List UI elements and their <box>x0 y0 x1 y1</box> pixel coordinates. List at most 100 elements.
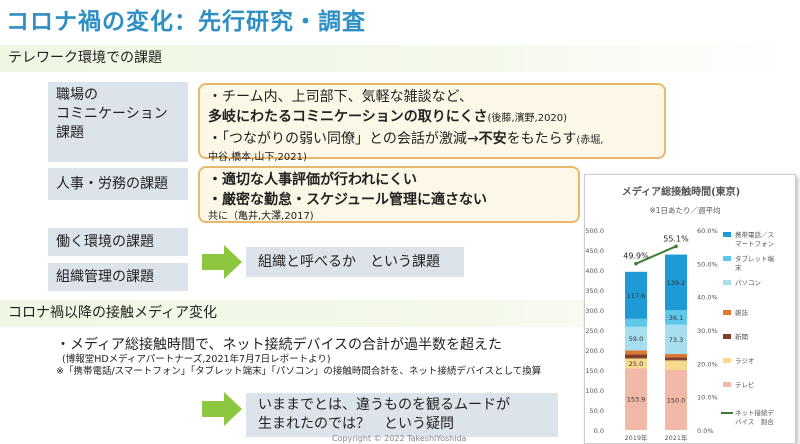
issue-line: 多岐にわたるコミニケーションの取りにくさ(後藤,濱野,2020) <box>208 107 656 129</box>
bar-value-label: 25.0 <box>629 360 643 368</box>
citation: 中谷,橋本,山下,2021) <box>208 152 307 163</box>
issue-text: をもたらす <box>506 131 577 147</box>
section-heading-telework: テレワーク環境での課題 <box>0 45 800 72</box>
citation: 共に（亀井,大澤,2017) <box>208 211 314 222</box>
bar-segment <box>625 368 647 430</box>
bar-segment <box>625 354 647 359</box>
legend-label: バイス 割合 <box>735 417 774 426</box>
share-point <box>674 244 678 249</box>
legend-swatch <box>723 232 731 237</box>
y-tick-label: 400.0 <box>585 267 604 275</box>
citation: (後藤,濱野,2020) <box>487 113 568 124</box>
bar-segment <box>665 370 687 430</box>
y-tick-label: 100.0 <box>585 387 604 395</box>
y-tick-label: 50.0 <box>590 407 604 415</box>
y2-tick-label: 60.0% <box>697 227 718 235</box>
legend-label: 新聞 <box>735 332 748 341</box>
media-note: ※「携帯電話/スマートフォン」「タブレット端末」「パソコン」の接触時間合計を、ネ… <box>56 366 542 377</box>
bar-value-label: 150.0 <box>667 397 686 405</box>
y-tick-label: 150.0 <box>585 367 604 375</box>
label-work-environment-issue: 働く環境の課題 <box>48 228 188 256</box>
bar-value-label: 139.2 <box>667 279 686 287</box>
bar-value-label: 153.9 <box>627 396 646 404</box>
legend-label: ネット接続デ <box>735 408 775 417</box>
media-source: (博報堂HDメディアパートナーズ,2021年7月7日レポートより) <box>62 354 331 365</box>
y-tick-label: 250.0 <box>585 327 604 335</box>
citation: (赤堀, <box>576 135 604 146</box>
bar-segment <box>625 350 647 355</box>
issue-text: ・「つながりの弱い同僚」との会話が激減→ <box>208 131 479 147</box>
y2-tick-label: 20.0% <box>697 360 718 368</box>
y2-tick-label: 50.0% <box>697 260 718 268</box>
legend-label: 携帯電話／ス <box>735 230 774 239</box>
issue-line: ・チーム内、上司部下、気軽な雑談など、 <box>208 89 473 105</box>
conclusion-media-question: いままでとは、違うものを観るムードが 生まれたのでは？ という疑問 <box>246 393 558 437</box>
x-tick-label: 2019年 <box>624 433 648 442</box>
bar-value-label: 117.6 <box>627 292 646 300</box>
bar-value-label: 59.0 <box>629 335 643 343</box>
legend-label: 末 <box>735 263 742 272</box>
bar-segment <box>625 271 647 319</box>
label-organization-issue: 組織管理の課題 <box>48 263 188 291</box>
bar-segment <box>625 318 647 327</box>
label-hr-issue: 人事・労務の課題 <box>48 168 188 200</box>
y-tick-label: 350.0 <box>585 287 604 295</box>
share-point <box>634 261 638 266</box>
label-communication-issue: 職場の コミニケーション 課題 <box>48 82 188 162</box>
issue-emphasis: ・厳密な勤怠・スケジュール管理に適さない <box>208 192 488 208</box>
y2-tick-label: 10.0% <box>697 394 718 402</box>
bar-segment <box>665 324 687 354</box>
legend-swatch <box>723 382 731 387</box>
legend-label: マートフォン <box>735 240 774 248</box>
label-line: コミニケーション <box>56 106 168 122</box>
y-tick-label: 200.0 <box>585 347 604 355</box>
y-tick-label: 300.0 <box>585 307 604 315</box>
media-chart-panel: メディア総接触時間(東京) ※1日あたり／週平均 0.0 50.0 100.0 150.0… <box>584 174 796 444</box>
media-chart: メディア総接触時間(東京) ※1日あたり／週平均 0.0 50.0 100.0 150.0… <box>585 185 775 442</box>
y-tick-label: 500.0 <box>585 227 604 235</box>
issue-line: ・厳密な勤怠・スケジュール管理に適さない <box>208 190 570 210</box>
y-tick-label: 0.0 <box>594 427 604 435</box>
bar-segment <box>665 310 687 325</box>
issue-emphasis: 不安 <box>478 131 507 147</box>
bar-segment <box>665 354 687 358</box>
bar-segment <box>625 326 647 351</box>
share-line <box>635 245 677 265</box>
legend-label: テレビ <box>735 380 755 389</box>
question-line: いままでとは、違うものを観るムードが <box>258 397 510 413</box>
legend-label: ラジオ <box>735 357 754 365</box>
x-tick-label: 2021年 <box>664 433 688 442</box>
bar-value-label: 36.1 <box>669 314 683 322</box>
right-arrow-icon <box>202 392 242 426</box>
copyright: Copyright © 2022 TakeshiYoshida <box>332 434 467 443</box>
bar-segment <box>665 254 687 311</box>
chart-subtitle: ※1日あたり／週平均 <box>649 205 720 215</box>
chart-title: メディア総接触時間(東京) <box>622 185 740 198</box>
y2-tick-label: 0.0% <box>697 427 714 435</box>
legend-swatch <box>723 310 731 315</box>
issue-line: ・適切な人事評価が行われにくい <box>208 170 570 190</box>
legend-swatch <box>723 256 731 261</box>
legend-label: タブレット端 <box>735 254 775 263</box>
right-arrow-icon <box>202 245 242 279</box>
share-label: 49.9% <box>623 252 649 261</box>
page-title: コロナ禍の変化：先行研究・調査 <box>6 9 366 35</box>
y2-tick-label: 40.0% <box>697 294 718 302</box>
legend-swatch <box>723 280 731 285</box>
communication-issue-box: ・チーム内、上司部下、気軽な雑談など、 多岐にわたるコミニケーションの取りにくさ… <box>198 83 666 163</box>
media-main-text: ・メディア総接触時間で、ネット接続デバイスの合計が過半数を超えた <box>56 337 503 353</box>
bar-segment <box>625 358 647 369</box>
y2-tick-label: 30.0% <box>697 327 718 335</box>
question-line: 生まれたのでは？ という疑問 <box>258 416 454 432</box>
bar-segment <box>665 357 687 361</box>
share-label: 55.1% <box>663 234 689 243</box>
hr-issue-box: ・適切な人事評価が行われにくい ・厳密な勤怠・スケジュール管理に適さない 共に（… <box>198 166 580 223</box>
legend-label: パソコン <box>735 279 761 287</box>
bar-value-label: 73.3 <box>669 336 683 344</box>
bar-segment <box>665 360 687 370</box>
y-tick-label: 450.0 <box>585 247 604 255</box>
conclusion-organization: 組織と呼べるか という課題 <box>246 247 464 277</box>
issue-emphasis: ・適切な人事評価が行われにくい <box>208 172 418 188</box>
label-line: 職場の <box>56 87 98 103</box>
legend-swatch <box>723 334 731 339</box>
